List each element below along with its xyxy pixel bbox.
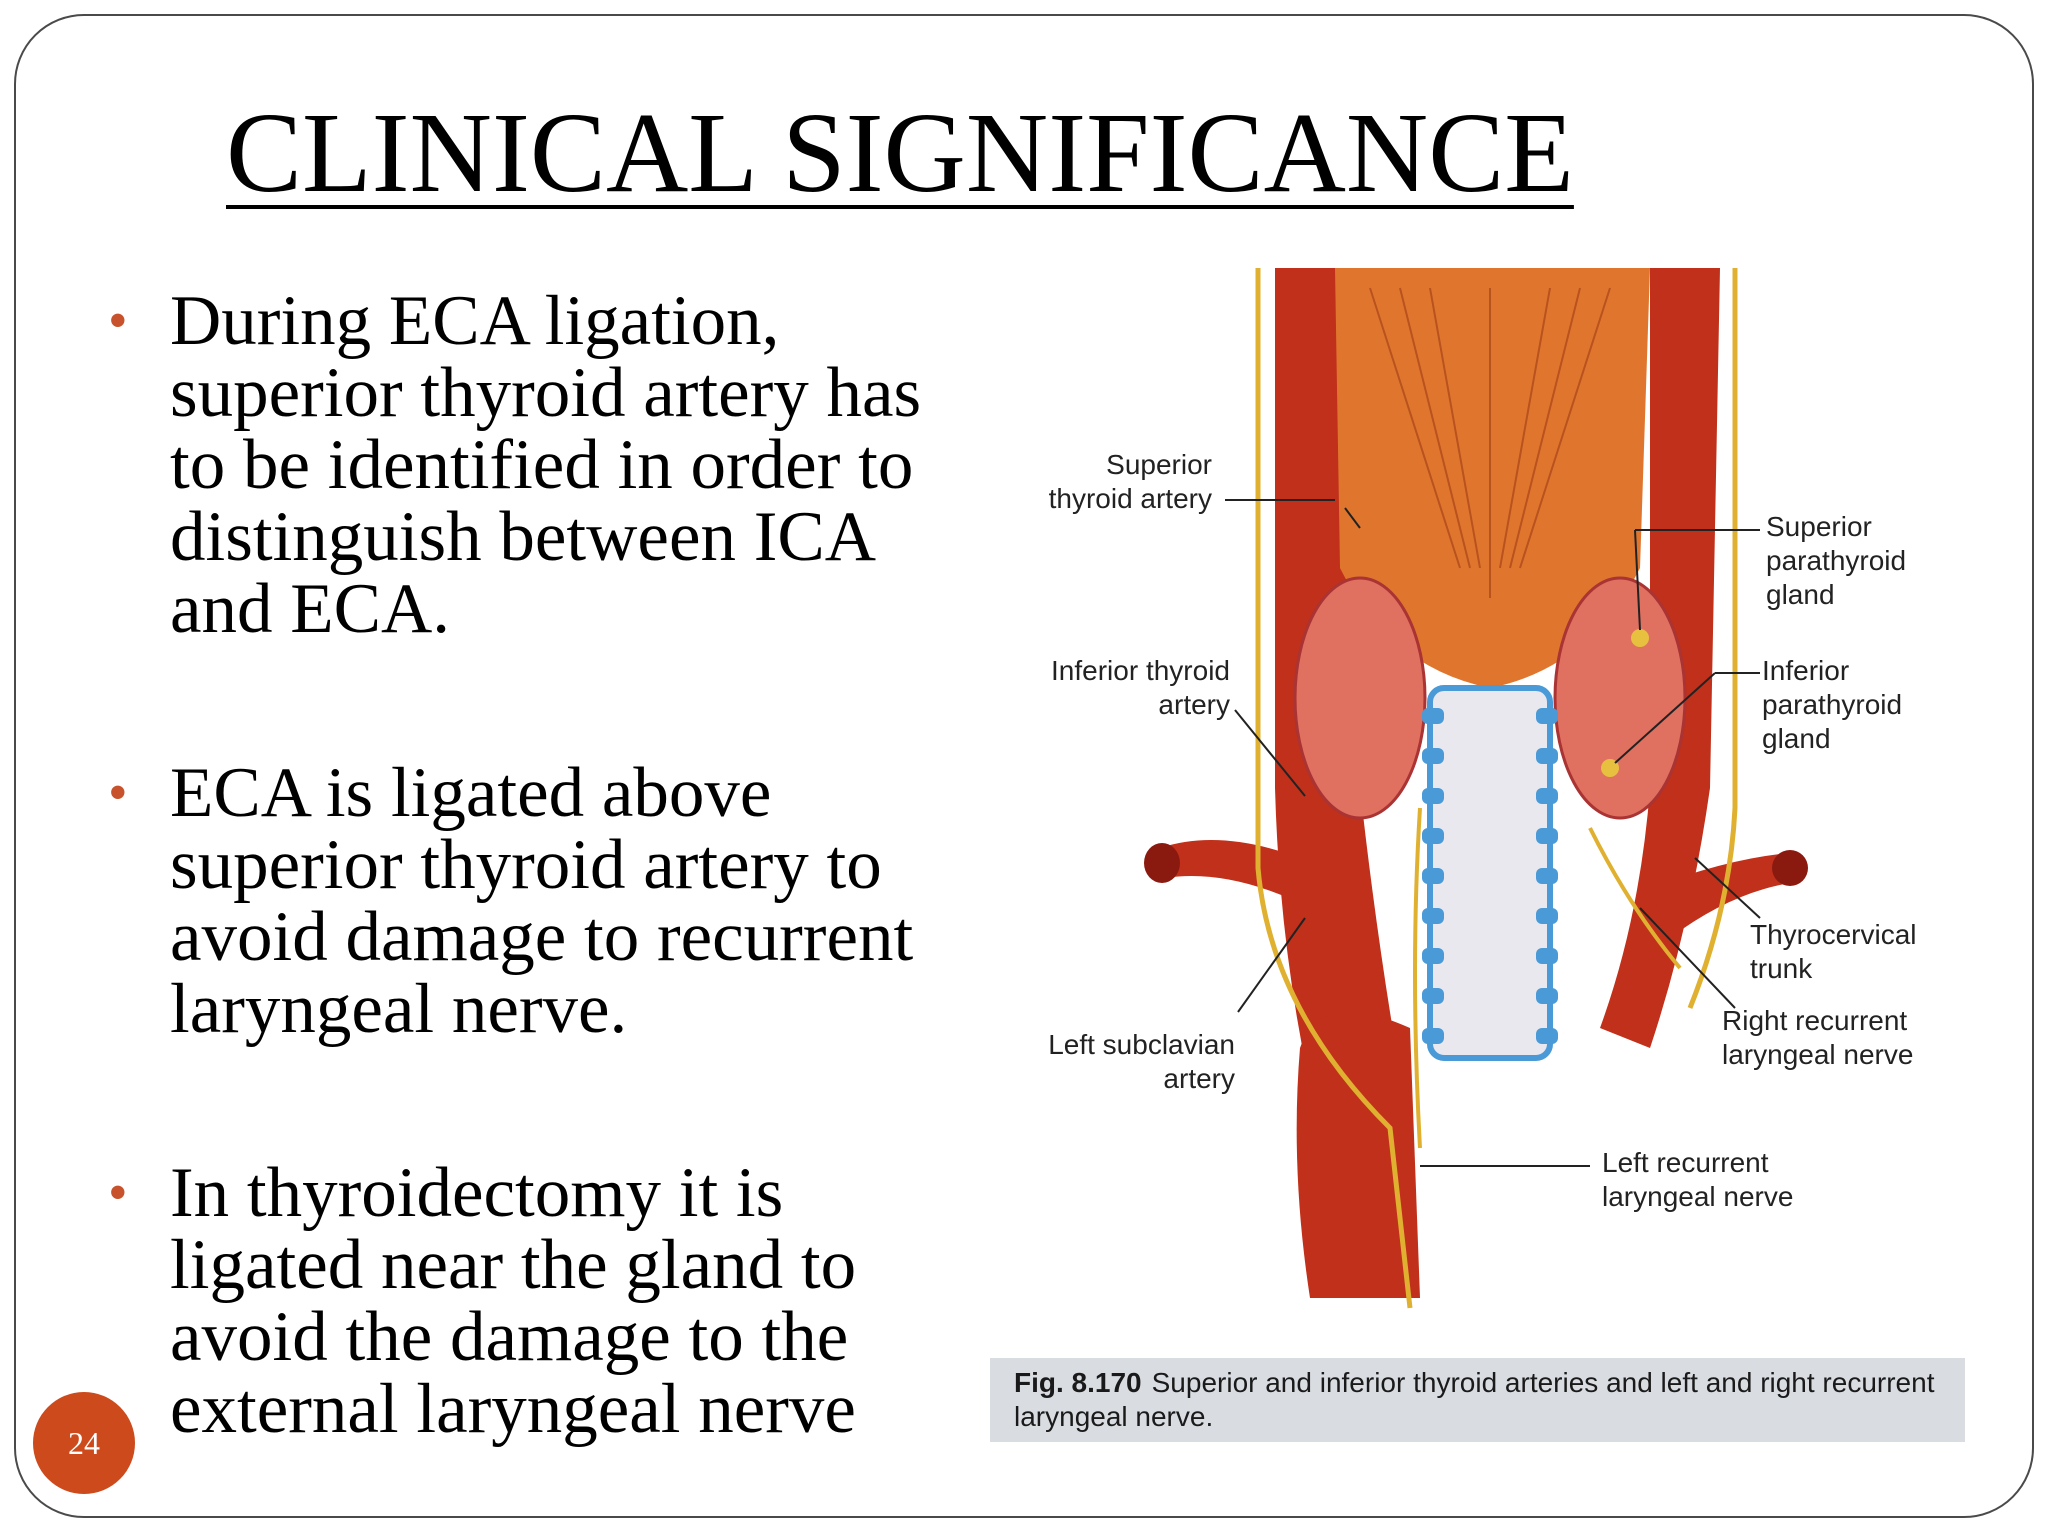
thyroid-right-lobe [1553,576,1687,820]
bullet-text: ECA is ligated above superior thyroid ar… [170,754,914,1048]
bullet-item: • During ECA ligation, superior thyroid … [100,285,980,645]
label-superior-parathyroid-gland: Superior parathyroid gland [1766,511,1907,610]
thyroid-anatomy-illustration [1144,268,1808,1309]
pharyngeal-muscle [1335,268,1650,688]
label-superior-thyroid-artery: Superior thyroid artery [1048,449,1212,514]
bullet-item: • In thyroidectomy it is ligated near th… [100,1157,980,1445]
bullet-item: • ECA is ligated above superior thyroid … [100,757,980,1045]
slide-title: CLINICAL SIGNIFICANCE [226,89,1574,216]
inferior-parathyroid-gland [1601,759,1619,777]
bullet-marker: • [108,290,128,352]
label-inferior-thyroid-artery: Inferior thyroid artery [1051,655,1230,720]
caption-label: Fig. 8.170 [1014,1367,1142,1398]
left-subclavian-opening [1144,843,1180,883]
left-vagus-nerve [1255,268,1413,1309]
trachea [1427,685,1553,1061]
leader-lines [1225,499,1761,1167]
bullet-marker: • [108,1162,128,1224]
label-inferior-parathyroid-gland: Inferior parathyroid gland [1762,655,1903,754]
aortic-arch [1296,1012,1420,1298]
page-number-badge: 24 [33,1392,135,1494]
left-recurrent-laryngeal-nerve [1413,807,1422,1149]
bullet-list: • During ECA ligation, superior thyroid … [100,285,980,1445]
bullet-text: During ECA ligation, superior thyroid ar… [170,282,922,648]
right-subclavian-artery [1650,853,1790,938]
label-right-recurrent-laryngeal-nerve: Right recurrent laryngeal nerve [1722,1005,1914,1070]
right-recurrent-laryngeal-nerve [1588,827,1682,970]
bullet-text: In thyroidectomy it is ligated near the … [170,1154,857,1448]
thyroid-left-lobe [1293,576,1427,820]
left-subclavian-artery [1160,840,1310,908]
tracheal-rings [1422,708,1558,1044]
muscle-fibers [1369,287,1611,598]
anatomy-figure: Superior thyroid artery Superior parathy… [990,268,1980,1448]
right-subclavian-opening [1772,850,1808,886]
superior-parathyroid-gland [1631,629,1649,647]
label-thyrocervical-trunk: Thyrocervical trunk [1750,919,1917,984]
label-left-subclavian-artery: Left subclavian artery [1048,1029,1235,1094]
label-left-recurrent-laryngeal-nerve: Left recurrent laryngeal nerve [1602,1147,1794,1212]
caption-text: Superior and inferior thyroid arteries a… [1014,1367,1935,1432]
right-vagus-nerve [1687,268,1738,1009]
bullet-marker: • [108,762,128,824]
